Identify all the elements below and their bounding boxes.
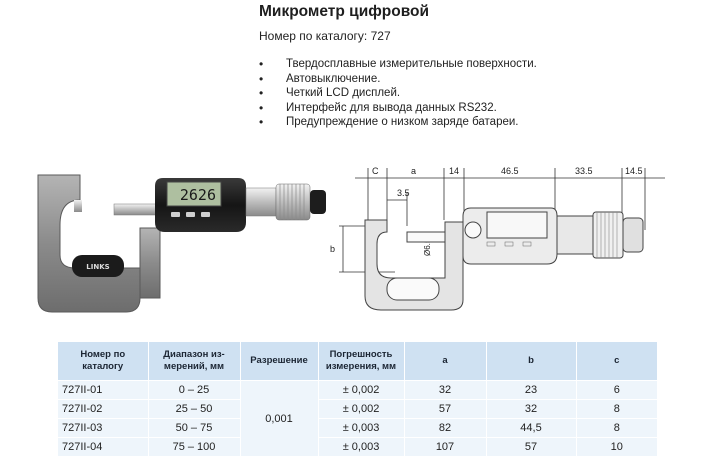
page-title: Микрометр цифровой	[259, 3, 430, 20]
dim-a: a	[411, 166, 416, 176]
col-header-a: a	[404, 342, 487, 381]
cell-range: 0 – 25	[148, 380, 241, 400]
cell-model: 727II-01	[58, 380, 149, 400]
thimble[interactable]	[275, 183, 311, 221]
cell-model: 727II-03	[58, 418, 149, 438]
table-row: 727II-04 75 – 100 ± 0,003 107 57 10	[58, 437, 657, 456]
lcd-display-value: 2626	[180, 186, 216, 204]
feature-item: Предупреждение о низком заряде батареи.	[259, 115, 537, 130]
cell-b: 44,5	[486, 418, 577, 438]
mode-button[interactable]	[201, 212, 210, 217]
cell-range: 25 – 50	[148, 399, 241, 419]
specs-table: Номер по каталогу Диапазон из- мерений, …	[58, 342, 657, 456]
brand-label: LINKS	[86, 263, 109, 271]
drawing-thimble	[592, 211, 624, 259]
table-row: 727II-02 25 – 50 ± 0,002 57 32 8	[58, 399, 657, 419]
cell-resolution: 0,001	[240, 380, 319, 456]
dim-14-5: 14.5	[625, 166, 643, 176]
frame-shape	[37, 174, 141, 313]
cell-model: 727II-02	[58, 399, 149, 419]
cell-error: ± 0,003	[318, 418, 405, 438]
on-off-button[interactable]	[171, 212, 180, 217]
cell-a: 32	[404, 380, 487, 400]
cell-b: 57	[486, 437, 577, 456]
dim-b: b	[330, 244, 335, 254]
lcd-screen	[166, 181, 222, 207]
zero-button[interactable]	[186, 212, 195, 217]
col-header-resolution: Разрешение	[240, 342, 319, 381]
anvil	[74, 200, 82, 212]
col-header-b: b	[486, 342, 577, 381]
cell-b: 32	[486, 399, 577, 419]
table-row: 727II-03 50 – 75 ± 0,003 82 44,5 8	[58, 418, 657, 438]
brand-plate	[72, 255, 124, 277]
col-header-c: c	[576, 342, 657, 381]
feature-item: Автовыключение.	[259, 72, 537, 87]
feature-item: Твердосплавные измерительные поверхности…	[259, 57, 537, 72]
feature-list: Твердосплавные измерительные поверхности…	[259, 57, 537, 130]
col-header-catalog: Номер по каталогу	[58, 342, 149, 381]
cell-error: ± 0,002	[318, 380, 405, 400]
dim-3-5: 3.5	[397, 188, 410, 198]
cell-c: 6	[576, 380, 657, 400]
cell-a: 57	[404, 399, 487, 419]
table-header-row: Номер по каталогу Диапазон из- мерений, …	[58, 342, 657, 381]
ratchet-knob[interactable]	[310, 190, 326, 214]
feature-item: Интерфейс для вывода данных RS232.	[259, 101, 537, 116]
cell-range: 75 – 100	[148, 437, 241, 456]
cell-a: 82	[404, 418, 487, 438]
dim-46-5: 46.5	[501, 166, 519, 176]
cell-c: 8	[576, 399, 657, 419]
cell-model: 727II-04	[58, 437, 149, 456]
feature-item: Четкий LCD дисплей.	[259, 86, 537, 101]
col-header-range: Диапазон из- мерений, мм	[148, 342, 241, 381]
micrometer-photo: LINKS 2626	[37, 174, 326, 313]
cell-c: 10	[576, 437, 657, 456]
dim-c: C	[372, 166, 379, 176]
dim-14: 14	[449, 166, 459, 176]
drawing-ratchet	[622, 217, 644, 253]
cell-b: 23	[486, 380, 577, 400]
cell-c: 8	[576, 418, 657, 438]
catalog-number: Номер по каталогу: 727	[259, 29, 391, 43]
dim-diameter-6-5: Ø6.5	[423, 238, 432, 256]
cell-error: ± 0,002	[318, 399, 405, 419]
dim-33-5: 33.5	[575, 166, 593, 176]
dimension-drawing: C a 14 46.5 33.5 14.5 3.5 b Ø6.5	[330, 166, 665, 311]
cell-range: 50 – 75	[148, 418, 241, 438]
sleeve	[245, 187, 277, 217]
table-row: 727II-01 0 – 25 0,001 ± 0,002 32 23 6	[58, 380, 657, 456]
cell-a: 107	[404, 437, 487, 456]
cell-error: ± 0,003	[318, 437, 405, 456]
col-header-error: Погрешность измерения, мм	[318, 342, 405, 381]
